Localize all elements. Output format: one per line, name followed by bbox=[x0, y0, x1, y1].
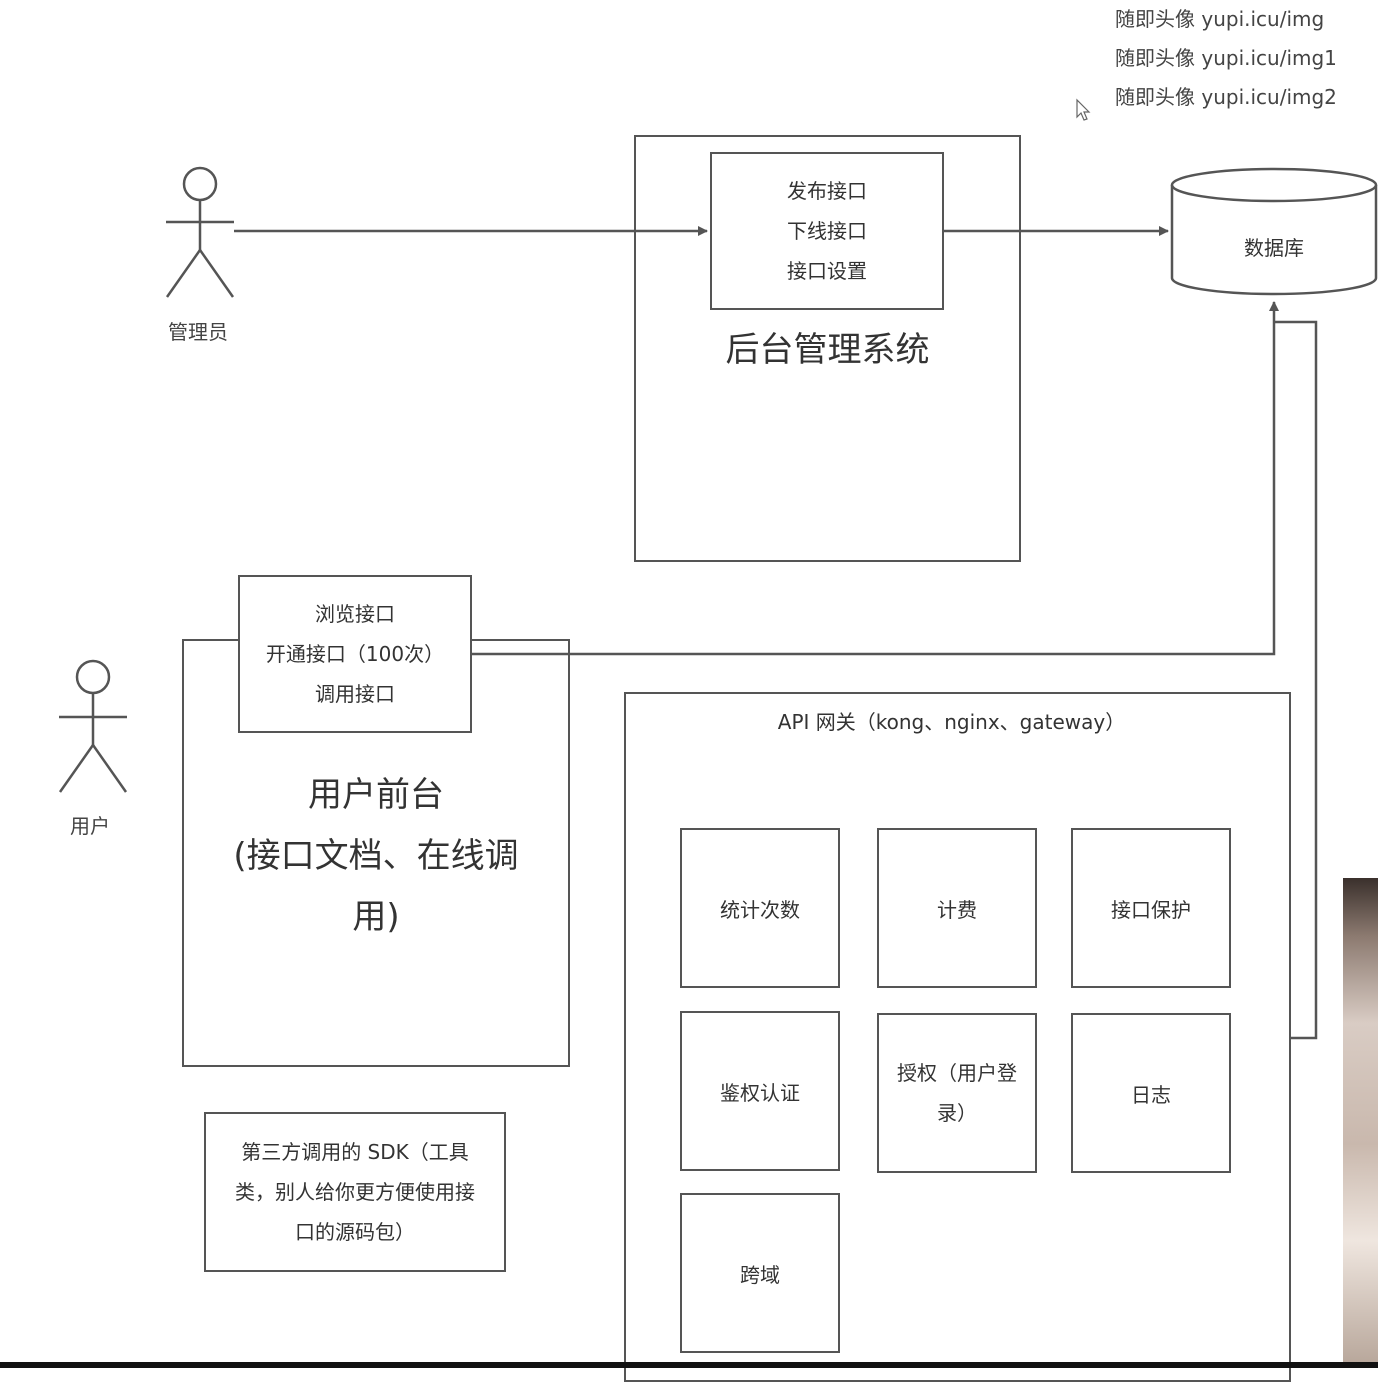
user-frontend-title: 用户前台 (接口文档、在线调 用) bbox=[182, 765, 570, 948]
function-item: 浏览接口 bbox=[315, 602, 395, 626]
gateway-module-logs: 日志 bbox=[1071, 1013, 1231, 1173]
user-frontend-title-line: 用户前台 bbox=[308, 775, 444, 815]
authorization-line: 录） bbox=[937, 1101, 977, 1125]
user-frontend-title-line: (接口文档、在线调 bbox=[233, 836, 519, 876]
sdk-text-line: 类，别人给你更方便使用接 bbox=[235, 1180, 475, 1204]
gateway-module-auth: 鉴权认证 bbox=[680, 1011, 840, 1171]
avatar-note: 随即头像 yupi.icu/img1 bbox=[1115, 46, 1337, 70]
gateway-module-protection: 接口保护 bbox=[1071, 828, 1231, 988]
avatar-notes: 随即头像 yupi.icu/img 随即头像 yupi.icu/img1 随即头… bbox=[1115, 0, 1337, 117]
admin-system-box bbox=[634, 135, 1021, 562]
function-item: 调用接口 bbox=[315, 682, 395, 706]
admin-actor-label: 管理员 bbox=[168, 320, 228, 344]
sdk-text-line: 第三方调用的 SDK（工具 bbox=[241, 1140, 469, 1164]
webcam-overlay bbox=[1343, 878, 1378, 1362]
gateway-to-database-connector bbox=[1274, 320, 1318, 1040]
admin-functions-box: 发布接口 下线接口 接口设置 bbox=[710, 152, 944, 310]
function-item: 接口设置 bbox=[787, 259, 867, 283]
function-item: 发布接口 bbox=[787, 179, 867, 203]
avatar-note: 随即头像 yupi.icu/img bbox=[1115, 7, 1325, 31]
admin-actor-icon bbox=[165, 166, 235, 298]
user-functions-to-database-arrow bbox=[471, 301, 1279, 656]
avatar-note: 随即头像 yupi.icu/img2 bbox=[1115, 85, 1337, 109]
bottom-border bbox=[0, 1362, 1378, 1368]
gateway-module-cors: 跨域 bbox=[680, 1193, 840, 1353]
function-item: 下线接口 bbox=[787, 219, 867, 243]
sdk-text-line: 口的源码包） bbox=[295, 1220, 415, 1244]
user-frontend-title-line: 用) bbox=[352, 897, 400, 937]
admin-system-title: 后台管理系统 bbox=[725, 330, 930, 370]
gateway-module-stats: 统计次数 bbox=[680, 828, 840, 988]
authorization-line: 授权（用户登 bbox=[897, 1061, 1017, 1085]
gateway-module-authorization: 授权（用户登 录） bbox=[877, 1013, 1037, 1173]
sdk-box: 第三方调用的 SDK（工具 类，别人给你更方便使用接 口的源码包） bbox=[204, 1112, 506, 1272]
user-actor-icon bbox=[58, 659, 128, 793]
mouse-cursor-icon bbox=[1076, 98, 1091, 121]
api-gateway-title: API 网关（kong、nginx、gateway） bbox=[777, 709, 1126, 734]
user-actor-label: 用户 bbox=[70, 814, 110, 838]
database-label: 数据库 bbox=[1244, 235, 1304, 260]
database-cylinder-icon bbox=[1170, 167, 1378, 296]
gateway-module-billing: 计费 bbox=[877, 828, 1037, 988]
user-functions-box: 浏览接口 开通接口（100次） 调用接口 bbox=[238, 575, 472, 733]
function-item: 开通接口（100次） bbox=[265, 642, 445, 666]
